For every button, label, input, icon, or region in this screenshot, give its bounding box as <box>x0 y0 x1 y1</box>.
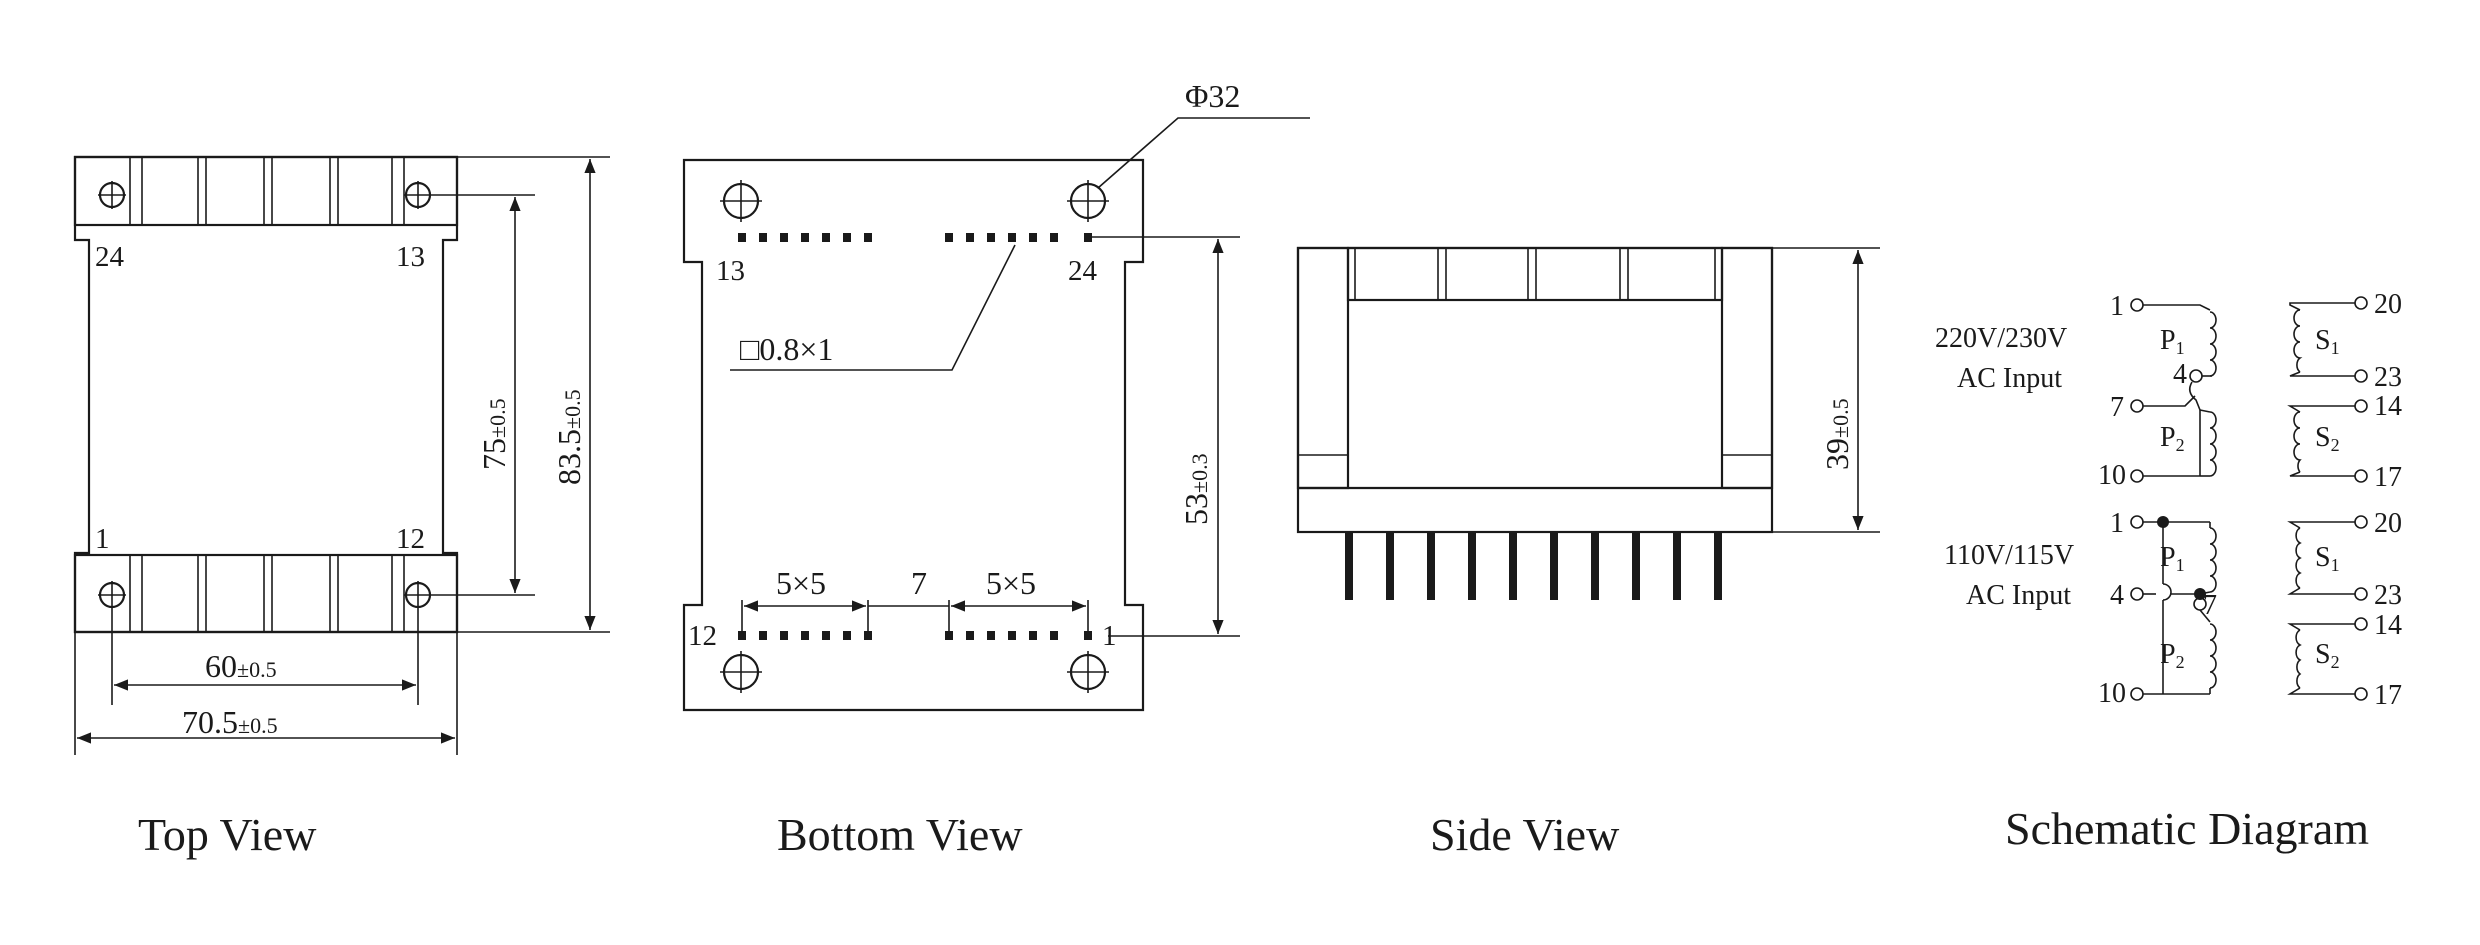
hole-leader <box>1097 117 1310 189</box>
upper-secondary-wiring <box>2287 296 2368 483</box>
top-extension-lines <box>74 156 610 755</box>
upper-input-label: AC Input <box>1957 363 2062 394</box>
top-pin-1: 1 <box>95 523 110 555</box>
svg-text:39±0.5: 39±0.5 <box>1819 398 1855 470</box>
lower-s2-coil-icon <box>2295 629 2302 689</box>
schematic: 220V/230V AC Input 1 4 7 10 P1 <box>1935 289 2402 854</box>
upper-pin-23: 23 <box>2374 362 2402 393</box>
bottom-view: 13 24 12 1 Φ32 □0.8×1 5×5 7 5×5 53±0.3 B… <box>682 78 1310 860</box>
pin-row-bottom <box>738 631 1092 640</box>
upper-pin-7: 7 <box>2110 392 2124 423</box>
pitch-extension-lines <box>741 600 1089 631</box>
lower-secondary-wiring <box>2287 515 2368 701</box>
lower-s1-coil-icon <box>2295 527 2302 589</box>
pitch-right-label: 5×5 <box>986 565 1036 601</box>
schematic-lower: 110V/115V AC Input 1 4 7 10 <box>1944 508 2402 711</box>
mount-hole-icon <box>98 181 432 609</box>
lower-p1-label: P1 <box>2160 542 2185 575</box>
svg-text:83.5±0.5: 83.5±0.5 <box>551 389 587 485</box>
bottom-view-caption: Bottom View <box>777 809 1023 860</box>
lower-input-label: AC Input <box>1966 580 2071 611</box>
lower-pin-20: 20 <box>2374 508 2402 539</box>
svg-text:75±0.5: 75±0.5 <box>476 398 512 470</box>
upper-pin-14: 14 <box>2374 391 2402 422</box>
bottom-ribs <box>129 555 405 632</box>
top-view-body <box>73 155 459 634</box>
bottom-pin-13: 13 <box>716 255 745 287</box>
side-pins <box>1345 532 1722 600</box>
upper-pin-1: 1 <box>2110 291 2124 322</box>
top-bracket <box>73 155 459 227</box>
top-view: 24 13 1 12 75±0.5 83.5±0.5 60±0.5 70.5±0… <box>73 155 610 860</box>
top-ribs <box>129 157 405 225</box>
lower-pin-1: 1 <box>2110 508 2124 539</box>
pin-size-label: □0.8×1 <box>740 331 833 367</box>
upper-s1-coil-icon <box>2293 309 2303 373</box>
lower-p2-coil-icon <box>2209 623 2217 689</box>
side-top-band <box>1346 246 1724 302</box>
svg-text:53±0.3: 53±0.3 <box>1178 453 1214 525</box>
hole-diameter-label: Φ32 <box>1185 78 1240 114</box>
side-view: 39±0.5 Side View <box>1296 246 1880 860</box>
bottom-pin-12: 12 <box>688 620 717 652</box>
side-left-upright <box>1296 246 1350 490</box>
upper-pin-20: 20 <box>2374 289 2402 320</box>
top-pin-24: 24 <box>95 241 125 273</box>
mount-hole-icon <box>720 180 1109 693</box>
upper-s2-coil-icon <box>2293 411 2302 473</box>
upper-voltage-label: 220V/230V <box>1935 323 2067 354</box>
upper-pin-4: 4 <box>2173 359 2187 390</box>
upper-p1-label: P1 <box>2160 325 2185 358</box>
side-right-upright <box>1720 246 1774 490</box>
upper-s2-label: S2 <box>2315 422 2340 455</box>
lower-p2-label: P2 <box>2160 639 2185 672</box>
bottom-bracket <box>73 553 459 634</box>
side-band-dividers <box>1354 248 1716 300</box>
bottom-pin-24: 24 <box>1068 255 1098 287</box>
top-dim-70-label: 70.5±0.5 <box>182 704 278 740</box>
upper-p2-coil-icon <box>2209 411 2217 477</box>
top-dim-75-label: 75±0.5 <box>476 398 512 470</box>
side-view-body <box>1296 246 1774 534</box>
pin-size-leader <box>730 244 1016 371</box>
upper-pin-17: 17 <box>2374 462 2402 493</box>
upper-primary-wiring <box>2130 298 2212 483</box>
upper-p2-label: P2 <box>2160 422 2185 455</box>
upper-s1-label: S1 <box>2315 325 2340 358</box>
lower-p1-coil-icon <box>2209 527 2217 593</box>
side-view-caption: Side View <box>1430 809 1620 860</box>
lower-pin-4: 4 <box>2110 580 2124 611</box>
bottom-dim-53-label: 53±0.3 <box>1178 453 1214 525</box>
pitch-left-label: 5×5 <box>776 565 826 601</box>
lower-pin-17: 17 <box>2374 680 2402 711</box>
lower-pin-14: 14 <box>2374 610 2402 641</box>
lower-voltage-label: 110V/115V <box>1944 540 2074 571</box>
gap-label: 7 <box>911 565 927 601</box>
upper-pin-10: 10 <box>2098 460 2126 491</box>
pin-row-top <box>738 233 1092 242</box>
schematic-caption: Schematic Diagram <box>2005 803 2369 854</box>
lower-s1-label: S1 <box>2315 542 2340 575</box>
upper-p1-coil-icon <box>2209 311 2217 377</box>
top-pin-12: 12 <box>396 523 425 555</box>
top-dim-60-label: 60±0.5 <box>205 648 277 684</box>
top-pin-13: 13 <box>396 241 425 273</box>
bottom-view-body <box>682 158 1145 712</box>
top-dim-83-label: 83.5±0.5 <box>551 389 587 485</box>
side-dim-39-label: 39±0.5 <box>1819 398 1855 470</box>
schematic-upper: 220V/230V AC Input 1 4 7 10 P1 <box>1935 289 2402 493</box>
lower-pin-10: 10 <box>2098 678 2126 709</box>
top-view-caption: Top View <box>138 809 317 860</box>
lower-pin-23: 23 <box>2374 580 2402 611</box>
lower-pin-7: 7 <box>2203 590 2217 621</box>
lower-s2-label: S2 <box>2315 639 2340 672</box>
